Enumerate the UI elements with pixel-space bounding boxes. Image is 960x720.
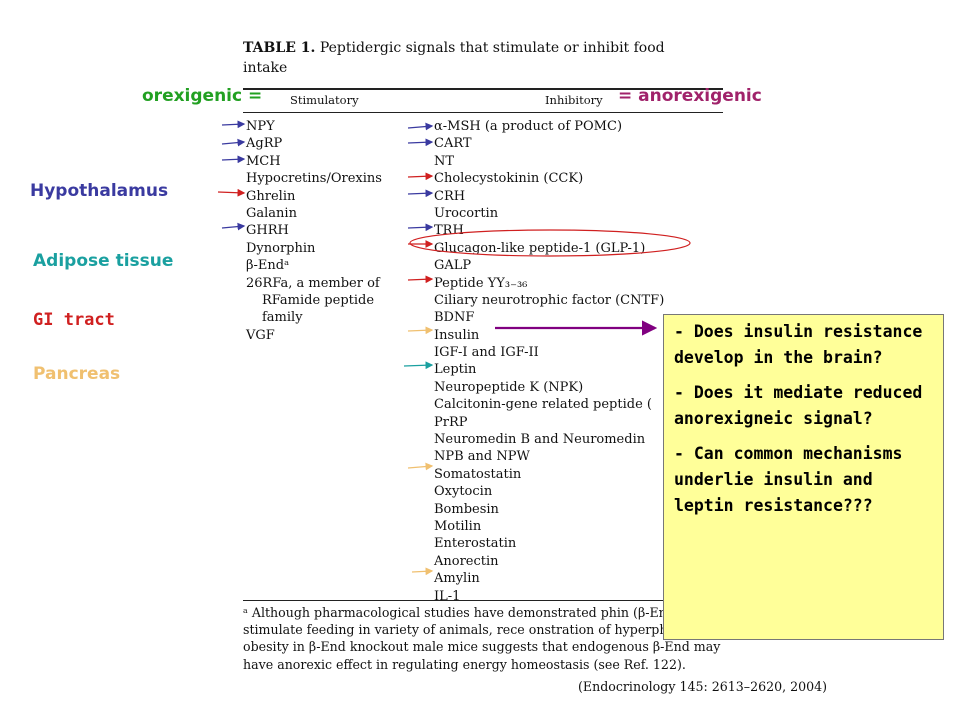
inhibitory-item: Motilin	[434, 518, 482, 534]
inhibitory-item: NT	[434, 153, 455, 169]
stimulatory-item: GHRH	[246, 223, 289, 239]
glp1-highlight-circle	[409, 229, 691, 257]
stimulatory-header: Stimulatory	[290, 93, 359, 107]
inhibitory-item: PrRP	[434, 414, 468, 430]
table-caption: TABLE 1. Peptidergic signals that stimul…	[243, 38, 713, 78]
citation: (Endocrinology 145: 2613–2620, 2004)	[578, 679, 828, 694]
inhibitory-item: Somatostatin	[434, 466, 522, 482]
stimulatory-item: Ghrelin	[246, 188, 296, 204]
adipose-tissue-label: Adipose tissue	[33, 251, 174, 271]
stimulatory-item: Galanin	[246, 205, 297, 221]
arrow-cck	[407, 172, 434, 181]
arrow-amylin	[411, 567, 434, 576]
arrow-ghrh	[221, 222, 246, 231]
stimulatory-item: AgRP	[246, 136, 283, 152]
inhibitory-item: Insulin	[434, 327, 480, 343]
inhibitory-item: Cholecystokinin (CCK)	[434, 171, 584, 187]
arrow-cart	[407, 138, 434, 147]
inhibitory-item: Neuromedin B and Neuromedin	[434, 432, 646, 448]
table-top-rule	[243, 88, 723, 90]
arrow-ghrelin	[217, 188, 246, 197]
inhibitory-item: BDNF	[434, 310, 475, 326]
inhibitory-item: α-MSH (a product of POMC)	[434, 119, 623, 134]
stimulatory-item: RFamide peptide	[262, 292, 375, 308]
inhibitory-item: Leptin	[434, 362, 477, 378]
inhibitory-item: Glucagon-like peptide-1 (GLP-1)	[434, 240, 646, 256]
table-bottom-rule	[243, 600, 723, 601]
inhibitory-item: IL-1	[434, 588, 461, 604]
stimulatory-item: Hypocretins/Orexins	[246, 171, 382, 187]
inhibitory-item: Enterostatin	[434, 536, 517, 552]
inhibitory-item: Oxytocin	[434, 484, 493, 500]
arrow-insulin	[407, 326, 434, 335]
pancreas-label: Pancreas	[33, 364, 121, 384]
inhibitory-item: CRH	[434, 188, 466, 204]
inhibitory-item: Peptide YY₃₋₃₆	[434, 275, 528, 291]
callout-question: - Does it mediate reduced anorexigneic s…	[674, 383, 923, 428]
arrow-somatostatin	[407, 462, 434, 471]
stimulatory-item: family	[262, 310, 303, 326]
inhibitory-item: IGF-I and IGF-II	[434, 345, 539, 361]
callout-question: - Does insulin resistance develop in the…	[674, 322, 923, 367]
orexigenic-label: orexigenic =	[142, 86, 263, 106]
stimulatory-item: 26RFa, a member of	[246, 275, 380, 291]
stimulatory-column: NPY AgRP MCH Hypocretins/Orexins Ghrelin…	[246, 118, 382, 344]
inhibitory-item: Ciliary neurotrophic factor (CNTF)	[434, 292, 665, 308]
inhibitory-item: Amylin	[434, 571, 480, 587]
stimulatory-item: β-Endᵃ	[246, 258, 290, 274]
inhibitory-header: Inhibitory	[545, 93, 603, 107]
inhibitory-item: Neuropeptide K (NPK)	[434, 379, 584, 395]
arrow-alpha-msh	[407, 122, 434, 131]
arrow-trh	[407, 223, 434, 232]
stimulatory-item: Dynorphin	[246, 240, 316, 256]
inhibitory-column: α-MSH (a product of POMC) CART NT Cholec…	[434, 118, 664, 605]
anorexigenic-label: = anorexigenic	[618, 86, 762, 106]
question-callout-box: - Does insulin resistance develop in the…	[663, 314, 944, 640]
table-footnote: ᵃ Although pharmacological studies have …	[243, 605, 723, 672]
arrow-pyy	[407, 275, 434, 284]
inhibitory-item: GALP	[434, 258, 472, 274]
arrow-npy	[221, 120, 246, 129]
stimulatory-item: MCH	[246, 153, 281, 169]
inhibitory-item: Anorectin	[434, 553, 499, 569]
inhibitory-item: Urocortin	[434, 205, 499, 221]
callout-question: - Can common mechanisms underlie insulin…	[674, 444, 903, 515]
table-header-rule	[243, 112, 723, 113]
inhibitory-item: NPB and NPW	[434, 449, 530, 465]
gi-tract-label: GI tract	[33, 310, 115, 330]
stimulatory-item: VGF	[246, 327, 275, 343]
inhibitory-item: Calcitonin-gene related peptide (	[434, 397, 652, 413]
stimulatory-item: NPY	[246, 119, 275, 134]
table-title: Peptidergic signals that stimulate or in…	[243, 40, 665, 76]
table-label: TABLE 1.	[243, 40, 316, 56]
inhibitory-item: Bombesin	[434, 501, 499, 517]
arrow-mch	[221, 155, 246, 164]
arrow-agrp	[221, 138, 246, 147]
arrow-crh	[407, 189, 434, 198]
inhibitory-item: CART	[434, 136, 472, 152]
arrow-leptin	[403, 361, 434, 370]
hypothalamus-label: Hypothalamus	[30, 181, 169, 201]
